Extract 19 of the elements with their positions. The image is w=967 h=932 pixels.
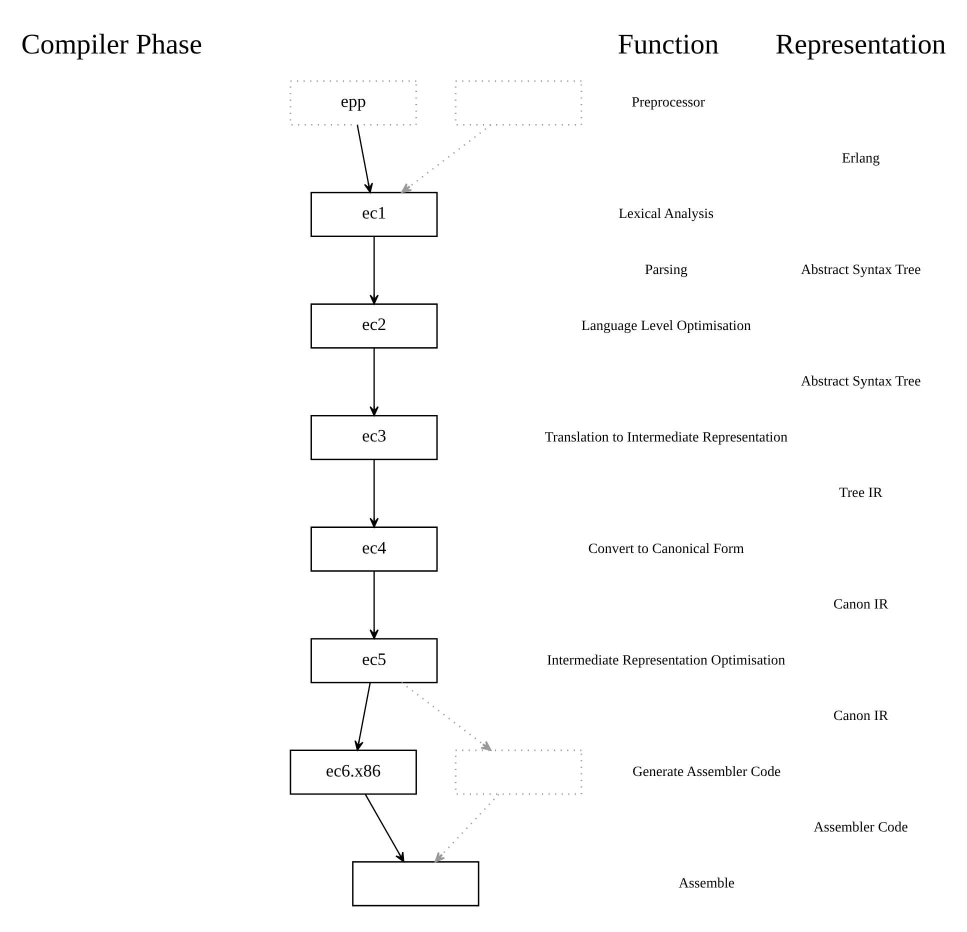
label: Parsing: [644, 262, 688, 278]
label: Representation: [776, 29, 946, 60]
label: Assemble: [678, 875, 735, 892]
label: Abstract Syntax Tree: [800, 262, 921, 278]
label: Intermediate Representation Optimisation: [547, 652, 786, 668]
label: Compiler Phase: [21, 29, 202, 60]
label: Convert to Canonical Form: [588, 540, 744, 557]
label: Language Level Optimisation: [581, 318, 751, 334]
label: Assembler Code: [814, 820, 908, 836]
label: Abstract Syntax Tree: [800, 374, 921, 390]
label: Lexical Analysis: [618, 206, 714, 222]
label: Tree IR: [839, 485, 882, 502]
label: Function: [618, 29, 719, 60]
label: Preprocessor: [632, 94, 706, 111]
label: Canon IR: [833, 596, 888, 613]
label: Generate Assembler Code: [632, 764, 781, 780]
label: Translation to Intermediate Representation: [544, 429, 788, 446]
label: Erlang: [842, 150, 880, 166]
label: Canon IR: [833, 708, 888, 724]
